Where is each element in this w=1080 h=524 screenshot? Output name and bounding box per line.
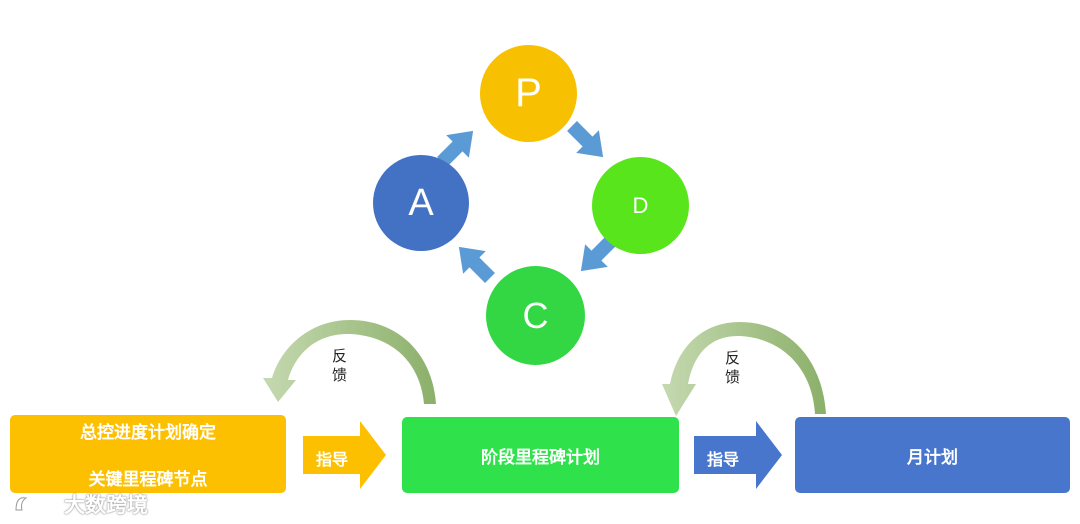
monthly-plan-label: 月计划: [907, 447, 958, 468]
master-schedule-line2: 关键里程碑节点: [88, 470, 208, 490]
do-circle: D: [592, 157, 689, 254]
plan-circle: P: [480, 45, 577, 142]
feedback-label-1: 反馈: [330, 348, 348, 386]
act-label: A: [408, 181, 434, 224]
watermark-text: 大数跨境: [64, 493, 148, 517]
feedback-arrow-1: [263, 320, 436, 404]
cycle-arrow-c-to-a: [458, 246, 495, 283]
feedback-arrow-2: [662, 322, 826, 416]
watermark-logo-icon: [15, 496, 56, 512]
cycle-arrow-d-to-c: [580, 235, 617, 272]
do-label: D: [632, 192, 649, 218]
phase-milestone-label: 阶段里程碑计划: [481, 447, 600, 468]
act-circle: A: [373, 155, 469, 251]
phase-milestone-box: 阶段里程碑计划: [402, 417, 679, 493]
master-schedule-line1: 总控进度计划确定: [80, 423, 216, 443]
check-circle: C: [486, 266, 585, 365]
feedback-label-2: 反馈: [723, 350, 741, 388]
guide-label-1: 指导: [316, 450, 349, 469]
master-schedule-box: 总控进度计划确定 关键里程碑节点: [10, 415, 286, 493]
plan-label: P: [515, 71, 542, 115]
cycle-arrow-p-to-d: [567, 121, 604, 158]
guide-arrow-2: [694, 421, 782, 489]
check-label: C: [522, 294, 549, 336]
watermark: 大数跨境: [12, 489, 148, 519]
cycle-arrow-a-to-p: [437, 130, 474, 167]
monthly-plan-box: 月计划: [795, 417, 1070, 493]
guide-arrow-1: [303, 421, 386, 489]
guide-label-2: 指导: [707, 450, 740, 469]
